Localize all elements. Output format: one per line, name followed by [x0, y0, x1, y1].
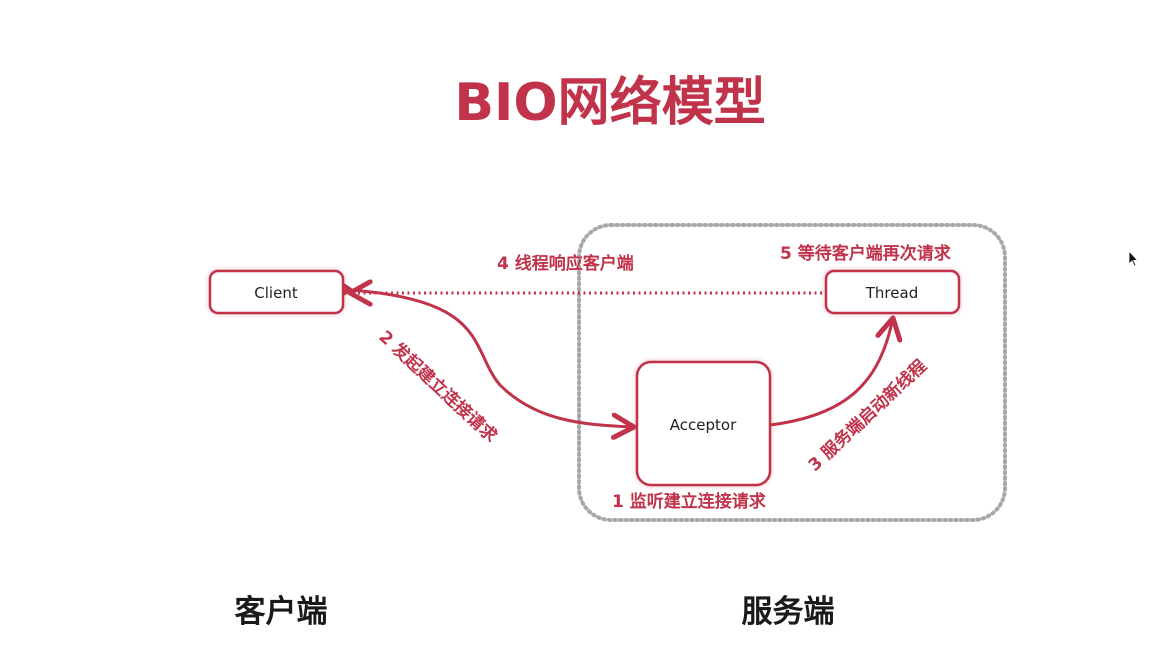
acceptor-node-label: Acceptor — [670, 416, 737, 434]
step5-label: 5 等待客户端再次请求 — [780, 243, 951, 264]
step2-label: 2 发起建立连接请求 — [375, 326, 502, 446]
client-node: Client — [208, 269, 345, 315]
step3-label: 3 服务端启动新线程 — [804, 355, 931, 475]
thread-node: Thread — [824, 269, 961, 315]
spawn-thread-arrow — [769, 318, 893, 427]
page-title: BIO网络模型 — [454, 73, 765, 133]
server-side-label: 服务端 — [742, 594, 835, 630]
step1-label: 1 监听建立连接请求 — [612, 491, 766, 512]
mouse-pointer-icon — [1128, 249, 1139, 267]
thread-node-label: Thread — [865, 284, 918, 302]
client-side-label: 客户端 — [235, 594, 328, 630]
client-node-label: Client — [254, 284, 298, 302]
step4-label: 4 线程响应客户端 — [497, 253, 634, 274]
connect-request-arrow — [350, 290, 634, 427]
acceptor-node: Acceptor — [635, 360, 772, 487]
